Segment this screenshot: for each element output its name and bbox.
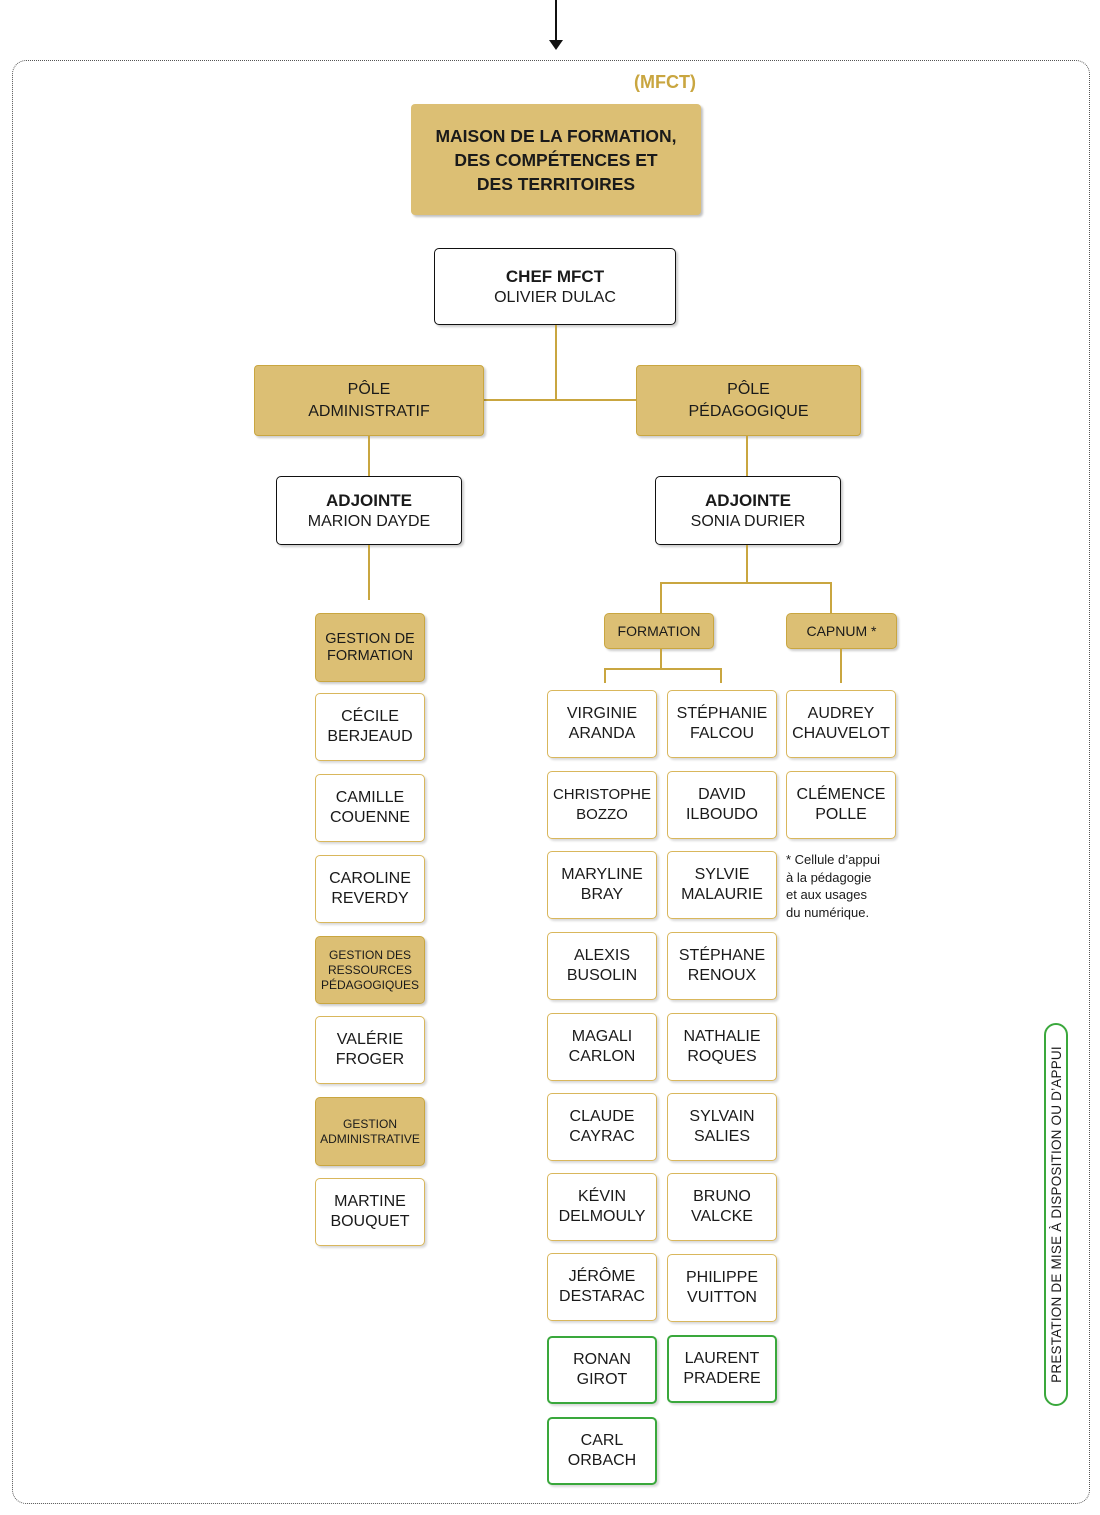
connector-pole-admin-adjointe bbox=[368, 436, 370, 476]
legend-external-service-text: PRESTATION DE MISE À DISPOSITION OU D’AP… bbox=[1048, 1046, 1064, 1383]
category-gestion-formation: GESTION DE FORMATION bbox=[315, 613, 425, 682]
person-card: CHRISTOPHE BOZZO bbox=[547, 771, 657, 839]
connector-peda-branch bbox=[660, 582, 832, 584]
adjointe-peda-name: SONIA DURIER bbox=[690, 512, 806, 530]
person-card: SYLVAIN SALIES bbox=[667, 1093, 777, 1161]
connector-adjointe-peda-down bbox=[746, 545, 748, 583]
connector-poles-horizontal bbox=[484, 399, 637, 401]
person-card-external: RONAN GIROT bbox=[547, 1336, 657, 1404]
mfct-title: MAISON DE LA FORMATION, DES COMPÉTENCES … bbox=[435, 125, 677, 194]
person-card: KÉVIN DELMOULY bbox=[547, 1173, 657, 1241]
person-card: CLÉMENCE POLLE bbox=[786, 771, 896, 839]
person-card: MARYLINE BRAY bbox=[547, 851, 657, 919]
adjointe-peda-box: ADJOINTE SONIA DURIER bbox=[655, 476, 841, 545]
adjointe-admin-box: ADJOINTE MARION DAYDE bbox=[276, 476, 462, 545]
person-card-external: CARL ORBACH bbox=[547, 1417, 657, 1485]
person-card: JÉRÔME DESTARAC bbox=[547, 1253, 657, 1321]
person-card: PHILIPPE VUITTON bbox=[667, 1254, 777, 1322]
connector-formation-branch bbox=[604, 668, 722, 670]
adjointe-admin-name: MARION DAYDE bbox=[307, 512, 431, 530]
category-gestion-administrative: GESTION ADMINISTRATIVE bbox=[315, 1097, 425, 1166]
person-card-external: LAURENT PRADERE bbox=[667, 1335, 777, 1403]
category-gestion-ressources: GESTION DES RESSOURCES PÉDAGOGIQUES bbox=[315, 936, 425, 1004]
incoming-arrow-line bbox=[555, 0, 557, 42]
person-card: STÉPHANIE FALCOU bbox=[667, 690, 777, 758]
person-card: SYLVIE MALAURIE bbox=[667, 851, 777, 919]
mfct-frame bbox=[12, 60, 1090, 1504]
connector-pole-peda-adjointe bbox=[746, 436, 748, 476]
mfct-title-box: MAISON DE LA FORMATION, DES COMPÉTENCES … bbox=[411, 104, 701, 215]
chef-box: CHEF MFCT OLIVIER DULAC bbox=[434, 248, 676, 325]
person-card: ALEXIS BUSOLIN bbox=[547, 932, 657, 1000]
mfct-tag: (MFCT) bbox=[634, 72, 696, 92]
person-card: CAMILLE COUENNE bbox=[315, 774, 425, 842]
adjointe-admin-role: ADJOINTE bbox=[326, 490, 412, 510]
person-card: STÉPHANE RENOUX bbox=[667, 932, 777, 1000]
connector-formation-down bbox=[660, 649, 662, 669]
person-card: VIRGINIE ARANDA bbox=[547, 690, 657, 758]
person-card: CLAUDE CAYRAC bbox=[547, 1093, 657, 1161]
connector-to-capnum bbox=[830, 582, 832, 613]
person-card: AUDREY CHAUVELOT bbox=[786, 690, 896, 758]
incoming-arrow-head bbox=[549, 40, 563, 50]
connector-formation-right bbox=[720, 668, 722, 683]
person-card: CÉCILE BERJEAUD bbox=[315, 693, 425, 761]
connector-formation-left bbox=[604, 668, 606, 683]
chef-role: CHEF MFCT bbox=[505, 266, 605, 286]
person-card: BRUNO VALCKE bbox=[667, 1173, 777, 1241]
pole-administratif: PÔLE ADMINISTRATIF bbox=[254, 365, 484, 436]
pole-pedagogique: PÔLE PÉDAGOGIQUE bbox=[636, 365, 861, 436]
person-card: MARTINE BOUQUET bbox=[315, 1178, 425, 1246]
category-formation: FORMATION bbox=[604, 613, 714, 649]
capnum-footnote: * Cellule d’appui à la pédagogie et aux … bbox=[786, 852, 880, 920]
category-capnum: CAPNUM * bbox=[786, 613, 897, 649]
person-card: DAVID ILBOUDO bbox=[667, 771, 777, 839]
person-card: VALÉRIE FROGER bbox=[315, 1016, 425, 1084]
connector-to-formation bbox=[660, 582, 662, 613]
connector-chef-down bbox=[555, 325, 557, 400]
chef-name: OLIVIER DULAC bbox=[494, 288, 616, 306]
adjointe-peda-role: ADJOINTE bbox=[705, 490, 791, 510]
connector-capnum-down bbox=[840, 649, 842, 683]
person-card: MAGALI CARLON bbox=[547, 1013, 657, 1081]
person-card: NATHALIE ROQUES bbox=[667, 1013, 777, 1081]
legend-external-service: PRESTATION DE MISE À DISPOSITION OU D’AP… bbox=[1044, 1023, 1068, 1406]
person-card: CAROLINE REVERDY bbox=[315, 855, 425, 923]
connector-adjointe-admin-down bbox=[368, 545, 370, 600]
